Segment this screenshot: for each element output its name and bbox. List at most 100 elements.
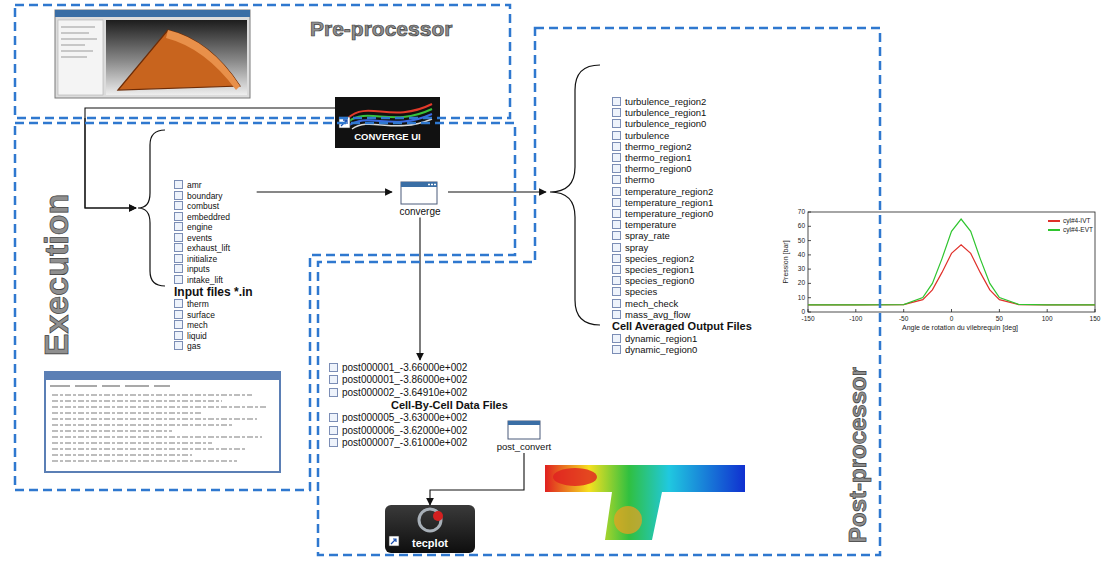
tick-label: 50 [798,237,805,244]
window-titlebar [45,372,280,380]
file-name: post000007_-3.61000e+002 [329,437,508,449]
dashed-boundary [318,28,880,555]
file-name: exhaust_lift [174,243,253,254]
file-name: thermo [612,174,752,185]
logo-ball [433,511,443,521]
file-name: initialize [174,254,253,265]
side-panel [58,20,103,95]
file-list: post000001_-3.66000e+002post000001_-3.86… [325,360,512,451]
file-name: post000005_-3.63000e+002 [329,412,508,424]
file-list: turbulence_region2turbulence_region1turb… [546,94,756,357]
file-name: temperature_region2 [612,186,752,197]
exe-titlebar [508,421,540,425]
file-name: surface [174,310,253,321]
tick-label: -50 [899,315,908,322]
file-name: species_region2 [612,253,752,264]
window-titlebar [55,10,250,17]
file-name: thermo_region1 [612,152,752,163]
legend-entry: cyl#4-IVT [1048,217,1090,224]
file-name: liquid [174,331,253,342]
icon-wave [352,119,432,129]
panel-lines [61,27,97,57]
file-name: dynamic_region1 [612,333,752,344]
file-name: intake_lift [174,275,253,286]
axis-label: Pression [bar] [782,240,790,283]
tick-label: 0 [801,308,805,315]
legend-swatch [1048,220,1060,222]
exe-buttons [428,184,436,186]
file-name: therm [174,299,253,310]
list-heading: Input files *.in [174,285,253,299]
tick-label: 20 [798,280,805,287]
pressure-curve [808,219,1095,305]
contour-plot [545,465,745,540]
region-title: Execution [37,194,76,356]
region-box: Pre-processor [15,5,510,118]
brace [550,65,600,325]
tick-label: 60 [798,223,805,230]
region-title: Pre-processor [310,17,452,41]
file-name: post000001_-3.66000e+002 [329,362,508,374]
file-name: temperature_region0 [612,208,752,219]
file-name: mech [174,320,253,331]
tick-label: 0 [950,315,954,322]
icon-label: CONVERGE UI [337,132,438,143]
file-name: spray [612,242,752,253]
list-heading: Cell-By-Cell Data Files [391,399,508,412]
file-name: temperature [612,219,752,230]
app-icon-box: tecplot [385,505,475,550]
legend-entry: cyl#4-EVT [1048,226,1093,233]
region-title: Post-processor [844,367,872,543]
file-name: thermo_region0 [612,163,752,174]
legend-text: cyl#4-IVT [1063,217,1090,224]
icon-wave [348,114,432,126]
exe-icon [401,182,437,204]
text-editor-window [45,372,280,472]
file-name: amr [174,180,253,191]
file-name: post000002_-3.64910e+002 [329,387,508,399]
file-name: turbulence_region1 [612,107,752,118]
file-name: mass_avg_flow [612,309,752,320]
exe-icon [508,421,540,439]
arrow-connector [448,191,546,192]
app-icon-box: converge [392,180,448,218]
file-name: temperature_region1 [612,197,752,208]
legend-text: cyl#4-EVT [1063,226,1093,233]
file-name: turbulence_region0 [612,118,752,129]
sector-mesh [118,30,240,90]
file-name: inputs [174,264,253,275]
legend-swatch [1048,229,1060,231]
icon-label: converge [394,206,446,218]
file-name: gas [174,341,253,352]
file-name: spray_rate [612,230,752,241]
icon-label: post_convert [494,442,554,453]
tick-label: 70 [798,208,805,215]
file-name: species_region0 [612,275,752,286]
file-name: post000001_-3.86000e+002 [329,374,508,386]
dashed-boundary [15,5,510,118]
tick-label: 150 [1090,315,1101,322]
file-name: turbulence [612,130,752,141]
tick-label: -150 [801,315,814,322]
file-name: species [612,286,752,297]
screenshot-window [55,10,250,98]
file-name: embeddred [174,212,253,223]
region-outline [318,28,880,555]
sector-face [166,30,240,90]
file-name: thermo_region2 [612,141,752,152]
arrow-connector [85,118,136,208]
region-box: Post-processor turbulence_region2turbulen… [318,28,880,555]
tick-label: 40 [798,251,805,258]
file-name: engine [174,222,253,233]
arrow-connector [430,453,524,505]
file-name: species_region1 [612,264,752,275]
axis-label: Angle de rotation du vilebrequin [deg] [902,324,1018,332]
x-ticks [808,309,1095,312]
tick-label: 30 [798,266,805,273]
file-name: post000006_-3.62000e+002 [329,425,508,437]
app-icon [385,505,475,553]
file-name: combust [174,201,253,212]
app-icon-box: CONVERGE UI [335,97,440,143]
